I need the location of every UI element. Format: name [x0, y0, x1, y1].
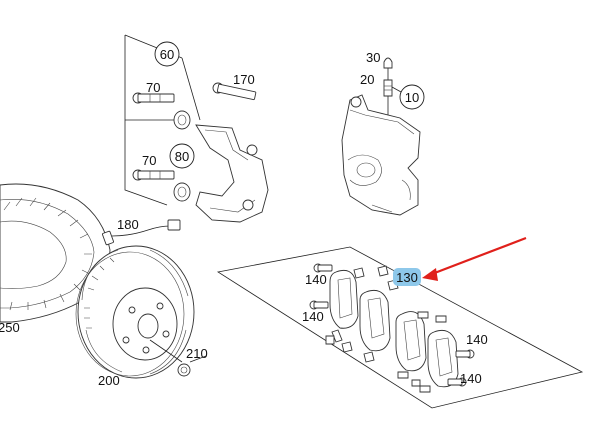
callout-140-a: 140 [305, 272, 327, 287]
bolt-70-lower [132, 169, 175, 181]
bolt-170 [212, 82, 257, 101]
callout-180: 180 [117, 217, 139, 232]
brake-pad-set [309, 263, 475, 393]
guide-sleeve-lower [173, 182, 191, 202]
bolt-70-upper [132, 92, 175, 104]
bolt-140-c [455, 349, 475, 359]
callout-80: 80 [175, 149, 189, 164]
bolt-140-d [447, 377, 467, 387]
bleed-screw [383, 79, 393, 97]
callout-210: 210 [186, 346, 208, 361]
callout-20: 20 [360, 72, 374, 87]
callout-circle-80 [169, 143, 195, 169]
caliper-carrier [195, 124, 269, 223]
callout-200: 200 [98, 373, 120, 388]
bolt-140-a [313, 263, 333, 273]
screw-210 [177, 355, 207, 377]
callout-250: 250 [0, 320, 20, 335]
brake-pad-2 [359, 289, 391, 352]
brake-pad-1 [329, 269, 359, 329]
guide-sleeve-upper [173, 110, 191, 130]
callout-circle-60 [154, 41, 180, 67]
callout-60: 60 [160, 47, 174, 62]
callout-140-b: 140 [302, 309, 324, 324]
callout-10: 10 [405, 90, 419, 105]
callout-130-highlight: 130 [393, 268, 421, 286]
caliper-housing-group: 30 20 10 [341, 50, 425, 216]
callout-140-d: 140 [460, 371, 482, 386]
brake-pad-4 [427, 329, 459, 388]
brake-pad-3 [395, 311, 427, 372]
callout-140-c: 140 [466, 332, 488, 347]
callout-30: 30 [366, 50, 380, 65]
dust-cap [383, 57, 393, 69]
caliper-carrier-group: 60 70 170 80 70 [124, 34, 269, 223]
callout-circle-10 [399, 84, 425, 110]
wear-sensor [102, 219, 181, 246]
red-arrow-icon [422, 236, 527, 281]
pad-kit-tray [216, 246, 584, 409]
callout-70-lower: 70 [142, 153, 156, 168]
callout-130: 130 [396, 270, 418, 285]
callout-170: 170 [233, 72, 255, 87]
caliper-housing [341, 94, 421, 216]
callout-70-upper: 70 [146, 80, 160, 95]
brake-disc [75, 245, 195, 379]
bolt-140-b [309, 300, 329, 310]
